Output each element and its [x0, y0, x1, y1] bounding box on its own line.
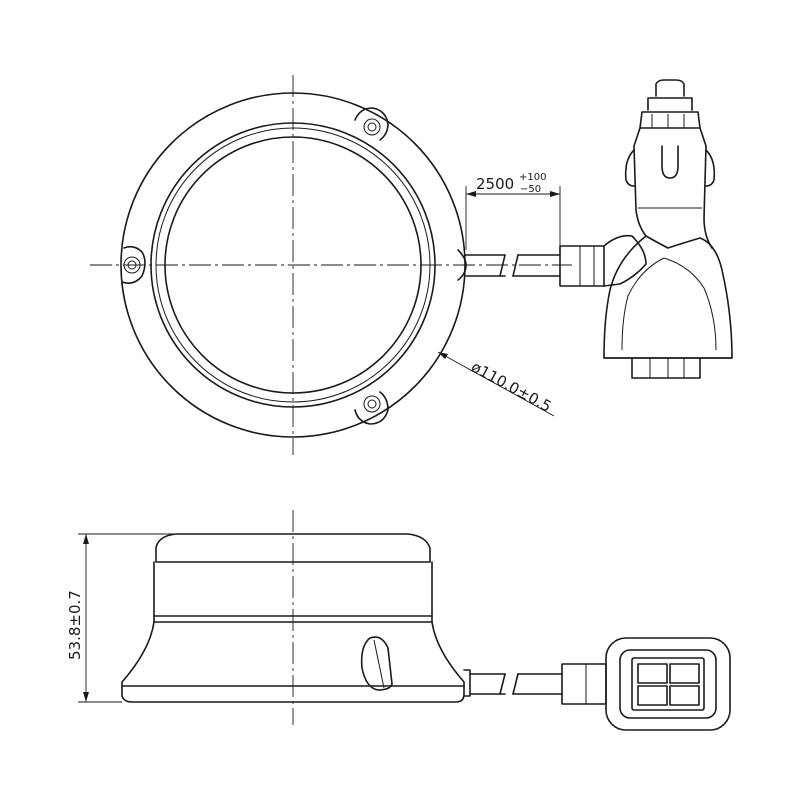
lens-inner-ring: [164, 136, 422, 394]
diameter-label: ø110.0±0.5: [468, 358, 554, 416]
cable-top-view: [465, 254, 561, 277]
cable-side-view: [469, 673, 563, 695]
lens-outer-ring: [150, 122, 436, 408]
plug-end-view: [605, 637, 731, 731]
side-cable-gland: [463, 669, 471, 697]
cable-length-tol-lower: −50: [520, 184, 541, 195]
cable-length-value: 2500: [476, 175, 514, 193]
top-view: 2500 +100 −50 ø110.0±0.5: [90, 75, 733, 455]
cigarette-plug: [559, 79, 733, 379]
cable-length-dimension: 2500 +100 −50: [465, 172, 561, 250]
mounting-base: [121, 621, 465, 703]
mounting-ear-top-right: [354, 107, 389, 141]
diameter-dimension: ø110.0±0.5: [437, 351, 554, 417]
mounting-slot: [360, 636, 393, 691]
side-view: 53.8±0.7: [66, 510, 731, 731]
height-dimension: 53.8±0.7: [66, 533, 176, 703]
height-label: 53.8±0.7: [66, 590, 84, 660]
mounting-ear-left: [121, 245, 146, 284]
side-strain-relief: [561, 663, 607, 705]
flange-outer-ring: [120, 92, 466, 438]
cable-gland: [457, 249, 467, 281]
mounting-ear-bottom-right: [354, 391, 389, 425]
lens-dome: [155, 533, 431, 563]
cable-length-tol-upper: +100: [519, 172, 546, 183]
lens-rim: [155, 127, 431, 403]
lens-body: [153, 561, 433, 623]
